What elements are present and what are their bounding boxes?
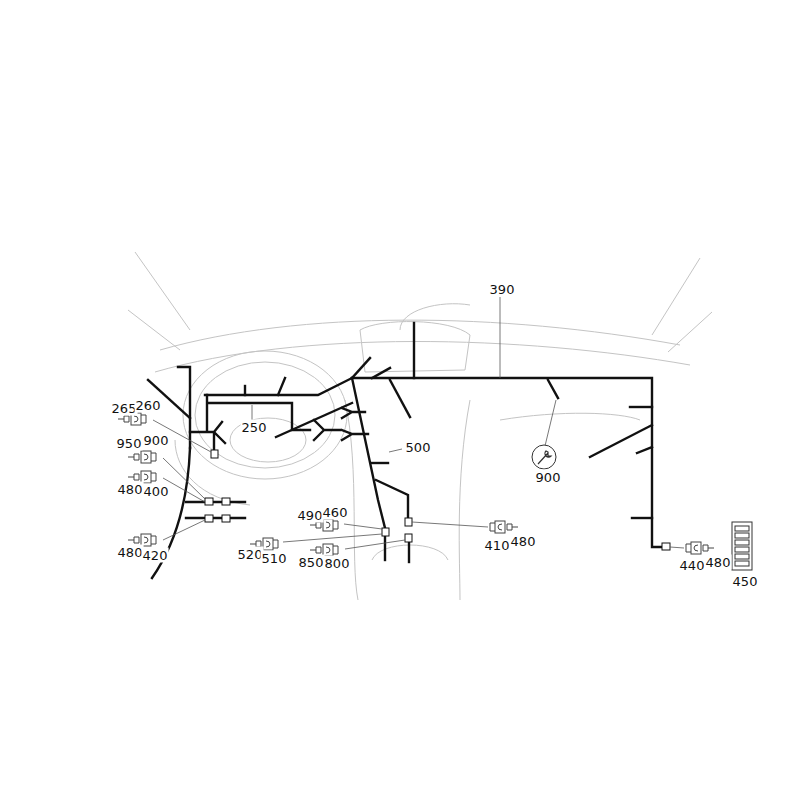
fuse-box <box>732 522 752 570</box>
callout-number: 900 <box>535 470 562 485</box>
ground-symbol <box>532 445 556 469</box>
callout-number: 250 <box>241 420 268 435</box>
callout-number: 390 <box>489 282 516 297</box>
callout-number: 260 <box>135 398 162 413</box>
callout-number: 400 <box>143 484 170 499</box>
callout-number: 480 <box>117 482 144 497</box>
wiring-harness <box>148 323 662 578</box>
leader-lines <box>153 297 684 549</box>
callout-number: 520 <box>237 547 264 562</box>
dashboard-outline <box>128 252 712 600</box>
callout-number: 800 <box>324 556 351 571</box>
callout-number: 480 <box>705 555 732 570</box>
callout-number: 850 <box>298 555 325 570</box>
callout-number: 450 <box>732 574 759 589</box>
connector-plugs <box>118 413 714 556</box>
callout-number: 900 <box>143 433 170 448</box>
callout-number: 440 <box>679 558 706 573</box>
callout-number: 410 <box>484 538 511 553</box>
callout-number: 950 <box>116 436 143 451</box>
callout-number: 420 <box>142 548 169 563</box>
callout-number: 480 <box>510 534 537 549</box>
callout-number: 460 <box>322 505 349 520</box>
callout-number: 500 <box>405 440 432 455</box>
connector-blocks <box>205 450 670 550</box>
callout-number: 265 <box>111 401 138 416</box>
callout-number: 490 <box>297 508 324 523</box>
callout-number: 510 <box>261 551 288 566</box>
callout-number: 480 <box>117 545 144 560</box>
